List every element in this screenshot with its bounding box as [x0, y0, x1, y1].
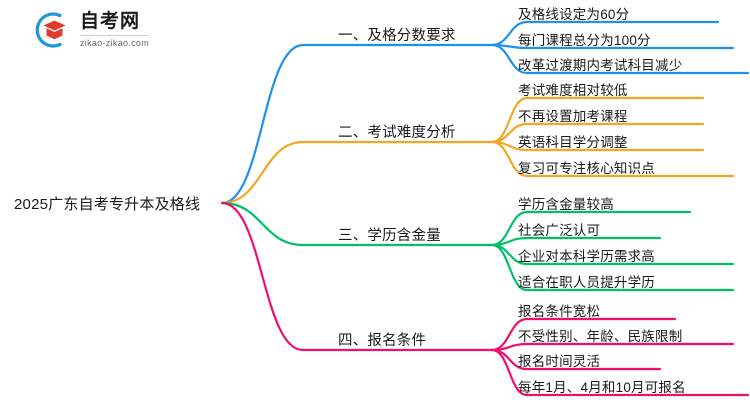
branch-label-1[interactable]: 一、及格分数要求	[338, 28, 456, 44]
logo-subtitle: zikao-zikao.com	[80, 35, 150, 48]
leaf-label-2-1[interactable]: 考试难度相对较低	[518, 83, 628, 98]
leaf-label-2-4[interactable]: 复习可专注核心知识点	[518, 161, 655, 176]
leaf-label-1-3[interactable]: 改革过渡期内考试科目减少	[518, 58, 683, 73]
leaf-label-3-1[interactable]: 学历含金量较高	[518, 197, 614, 212]
leaf-label-3-2[interactable]: 社会广泛认可	[518, 223, 601, 238]
leaf-label-2-3[interactable]: 英语科目学分调整	[518, 135, 628, 150]
leaf-label-4-3[interactable]: 报名时间灵活	[518, 354, 601, 369]
branch-curve-2	[220, 140, 305, 205]
leaf-label-1-1[interactable]: 及格线设定为60分	[518, 7, 630, 22]
logo-title: 自考网	[80, 11, 141, 32]
site-logo: 自考网 zikao-zikao.com	[30, 8, 150, 52]
branch-label-4[interactable]: 四、报名条件	[338, 333, 427, 349]
leaf-label-4-1[interactable]: 报名条件宽松	[518, 304, 601, 319]
branch-label-3[interactable]: 三、学历含金量	[338, 228, 441, 244]
leaf-curve-3-2	[490, 236, 529, 247]
leaf-label-3-3[interactable]: 企业对本科学历需求高	[518, 249, 655, 264]
leaf-label-3-4[interactable]: 适合在职人员提升学历	[518, 275, 655, 290]
graduation-cap-in-circle-icon	[30, 9, 72, 51]
logo-text-block: 自考网 zikao-zikao.com	[80, 11, 150, 48]
branch-curve-1	[220, 43, 305, 205]
branch-curve-3	[220, 201, 305, 247]
leaf-label-4-4[interactable]: 每年1月、4月和10月可报名	[518, 380, 686, 395]
branch-label-2[interactable]: 二、考试难度分析	[338, 125, 456, 141]
branch-curve-4	[220, 201, 305, 352]
root-node[interactable]: 2025广东自考专升本及格线	[14, 196, 201, 213]
leaf-label-1-2[interactable]: 每门课程总分为100分	[518, 33, 651, 48]
leaf-label-2-2[interactable]: 不再设置加考课程	[518, 109, 628, 124]
leaf-label-4-2[interactable]: 不受性别、年龄、民族限制	[518, 329, 683, 344]
